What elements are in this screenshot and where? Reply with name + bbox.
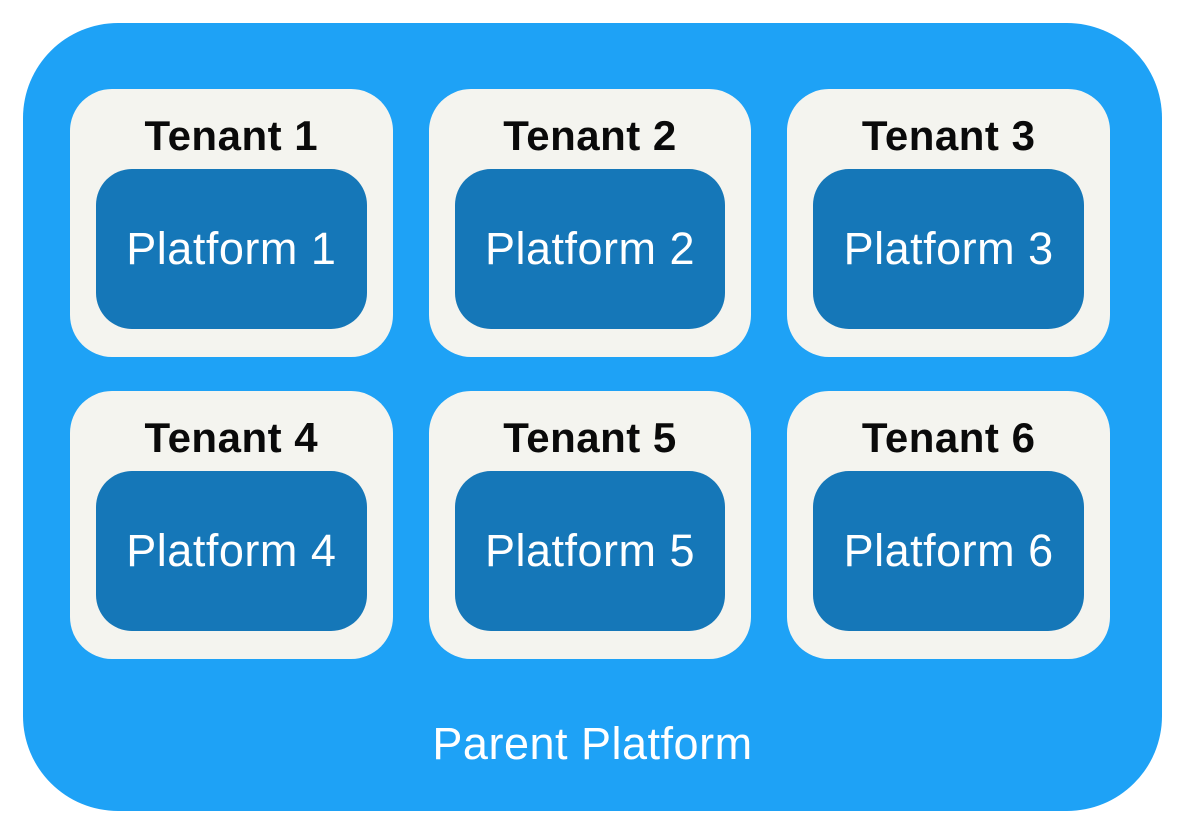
platform-label: Platform 1 (126, 223, 337, 274)
platform-label: Platform 5 (484, 525, 696, 576)
platform-node-6: Platform 6 (813, 471, 1084, 631)
tenant-label: Tenant 4 (144, 414, 319, 461)
platform-label: Platform 4 (126, 525, 337, 576)
tenant-grid: Tenant 1 Platform 1 Tenant 2 Platform 2 … (70, 89, 1110, 659)
tenant-card-3: Tenant 3 Platform 3 (787, 89, 1110, 357)
platform-label: Platform 3 (843, 223, 1054, 274)
platform-node-1: Platform 1 (96, 169, 367, 329)
tenant-label: Tenant 6 (861, 414, 1036, 461)
tenant-label: Tenant 3 (861, 112, 1036, 159)
parent-platform-label-row: Parent Platform (23, 715, 1162, 773)
platform-label: Platform 2 (484, 223, 696, 274)
platform-node-4: Platform 4 (96, 471, 367, 631)
tenant-card-1: Tenant 1 Platform 1 (70, 89, 393, 357)
platform-node-3: Platform 3 (813, 169, 1084, 329)
tenant-label: Tenant 2 (503, 112, 677, 159)
tenant-card-6: Tenant 6 Platform 6 (787, 391, 1110, 659)
platform-node-5: Platform 5 (454, 471, 726, 631)
platform-label: Platform 6 (843, 525, 1054, 576)
parent-platform-label: Parent Platform (432, 718, 753, 769)
tenant-card-4: Tenant 4 Platform 4 (70, 391, 393, 659)
tenant-label: Tenant 1 (144, 112, 319, 159)
parent-platform-container: Tenant 1 Platform 1 Tenant 2 Platform 2 … (23, 23, 1162, 811)
tenant-card-2: Tenant 2 Platform 2 (428, 89, 752, 357)
tenant-label: Tenant 5 (503, 414, 677, 461)
tenant-card-5: Tenant 5 Platform 5 (428, 391, 752, 659)
platform-node-2: Platform 2 (454, 169, 726, 329)
